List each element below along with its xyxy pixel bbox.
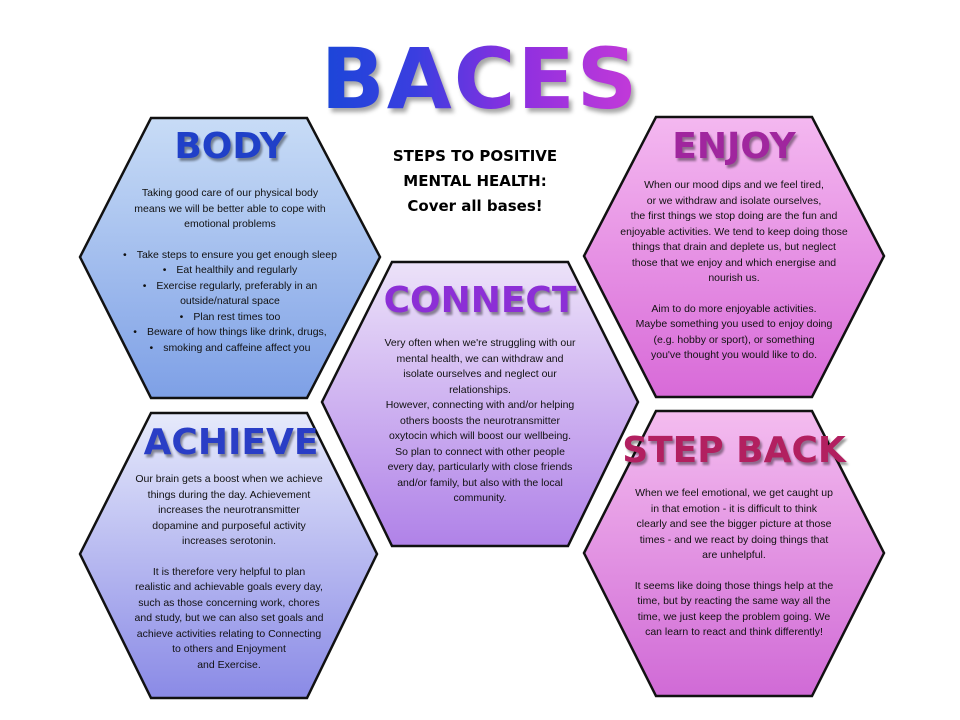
stepback-line: When we feel emotional, we get caught up bbox=[635, 487, 833, 499]
achieve-hexagon bbox=[78, 411, 379, 700]
tagline-line: Cover all bases! bbox=[407, 197, 543, 215]
achieve-line: increases the neurotransmitter bbox=[158, 504, 300, 516]
enjoy-line: nourish us. bbox=[708, 272, 760, 284]
connect-line: Very often when we're struggling with ou… bbox=[384, 337, 576, 349]
body-heading: BODY bbox=[174, 126, 286, 167]
connect-line: isolate ourselves and neglect our bbox=[403, 368, 557, 380]
enjoy-line: (e.g. hobby or sport), or something bbox=[653, 333, 815, 346]
stepback-line: are unhelpful. bbox=[702, 549, 766, 561]
achieve-line: and Exercise. bbox=[197, 658, 261, 671]
connect-line: others boosts the neurotransmitter bbox=[400, 414, 560, 427]
achieve-line: to others and Enjoyment bbox=[172, 643, 286, 655]
stepback-line: time, but by reacting the same way all t… bbox=[637, 595, 831, 607]
stepback-line: It seems like doing those things help at… bbox=[634, 579, 834, 592]
tagline-line: STEPS TO POSITIVE bbox=[392, 147, 558, 165]
connect-line: relationships. bbox=[449, 383, 511, 396]
list-item: Exercise regularly, preferably in an bbox=[88, 279, 372, 295]
connect-line: and/or family, but also with the local bbox=[397, 476, 563, 489]
enjoy-line: you've thought you would like to do. bbox=[650, 349, 818, 361]
stepback-line: can learn to react and think differently… bbox=[645, 626, 823, 638]
body-intro-line: Taking good care of our physical body bbox=[141, 187, 319, 199]
stepback-line: times - and we react by doing things tha… bbox=[639, 533, 829, 546]
achieve-text: Our brain gets a boost when we achieve t… bbox=[92, 472, 366, 673]
stepback-text: When we feel emotional, we get caught up… bbox=[600, 486, 868, 641]
achieve-line: increases serotonin. bbox=[182, 535, 276, 547]
stepback-heading: STEP BACK bbox=[622, 430, 846, 471]
list-item: Plan rest times too bbox=[88, 310, 372, 326]
connect-line: mental health, we can withdraw and bbox=[396, 352, 564, 365]
enjoy-line: or we withdraw and isolate ourselves, bbox=[646, 194, 822, 207]
connect-text: Very often when we're struggling with ou… bbox=[340, 336, 620, 507]
achieve-heading: ACHIEVE bbox=[143, 422, 319, 463]
connect-hexagon bbox=[320, 260, 640, 548]
connect-line: every day, particularly with close frien… bbox=[387, 461, 573, 473]
body-intro-line: emotional problems bbox=[184, 218, 276, 230]
enjoy-line: Aim to do more enjoyable activities. bbox=[651, 302, 817, 315]
list-item: Take steps to ensure you get enough slee… bbox=[88, 248, 372, 264]
enjoy-line: those that we enjoy and which energise a… bbox=[631, 256, 837, 269]
body-bullet-list: Take steps to ensure you get enough slee… bbox=[88, 248, 372, 357]
page-title: BACES bbox=[320, 30, 640, 128]
connect-line: So plan to connect with other people bbox=[395, 445, 565, 458]
achieve-line: achieve activities relating to Connectin… bbox=[136, 627, 322, 640]
enjoy-line: Maybe something you used to enjoy doing bbox=[635, 318, 833, 330]
connect-line: oxytocin which will boost our wellbeing. bbox=[388, 430, 572, 442]
tagline: STEPS TO POSITIVE MENTAL HEALTH: Cover a… bbox=[370, 144, 580, 219]
list-item: Eat healthily and regularly bbox=[88, 263, 372, 279]
stepback-line: time, we just keep the problem going. We bbox=[637, 610, 831, 623]
achieve-line: such as those concerning work, chores bbox=[138, 596, 320, 609]
enjoy-text: When our mood dips and we feel tired, or… bbox=[600, 178, 868, 364]
stepback-line: clearly and see the bigger picture at th… bbox=[636, 518, 832, 530]
achieve-line: things during the day. Achievement bbox=[147, 488, 311, 501]
enjoy-line: When our mood dips and we feel tired, bbox=[644, 179, 824, 191]
achieve-line: and study, but we can also set goals and bbox=[134, 612, 324, 624]
list-item: Beware of how things like drink, drugs, bbox=[88, 325, 372, 341]
connect-heading: CONNECT bbox=[383, 280, 577, 321]
achieve-line: It is therefore very helpful to plan bbox=[152, 565, 306, 578]
connect-line: However, connecting with and/or helping bbox=[385, 399, 575, 411]
stepback-hexagon bbox=[582, 409, 886, 698]
enjoy-line: enjoyable activities. We tend to keep do… bbox=[620, 225, 848, 238]
enjoy-hexagon bbox=[582, 115, 886, 399]
stepback-line: in that emotion - it is difficult to thi… bbox=[650, 502, 818, 515]
list-item-continuation: outside/natural space bbox=[180, 295, 280, 307]
connect-line: community. bbox=[453, 492, 507, 504]
achieve-line: Our brain gets a boost when we achieve bbox=[135, 473, 323, 485]
enjoy-line: the first things we stop doing are the f… bbox=[630, 210, 838, 222]
achieve-line: dopamine and purposeful activity bbox=[152, 519, 306, 532]
list-item: smoking and caffeine affect you bbox=[88, 341, 372, 357]
body-intro-line: means we will be better able to cope wit… bbox=[134, 202, 326, 215]
enjoy-heading: ENJOY bbox=[672, 126, 796, 167]
tagline-line: MENTAL HEALTH: bbox=[403, 172, 547, 190]
achieve-line: realistic and achievable goals every day… bbox=[135, 581, 323, 593]
body-text: Taking good care of our physical body me… bbox=[88, 186, 372, 356]
enjoy-line: things that drain and deplete us, but ne… bbox=[632, 241, 836, 253]
